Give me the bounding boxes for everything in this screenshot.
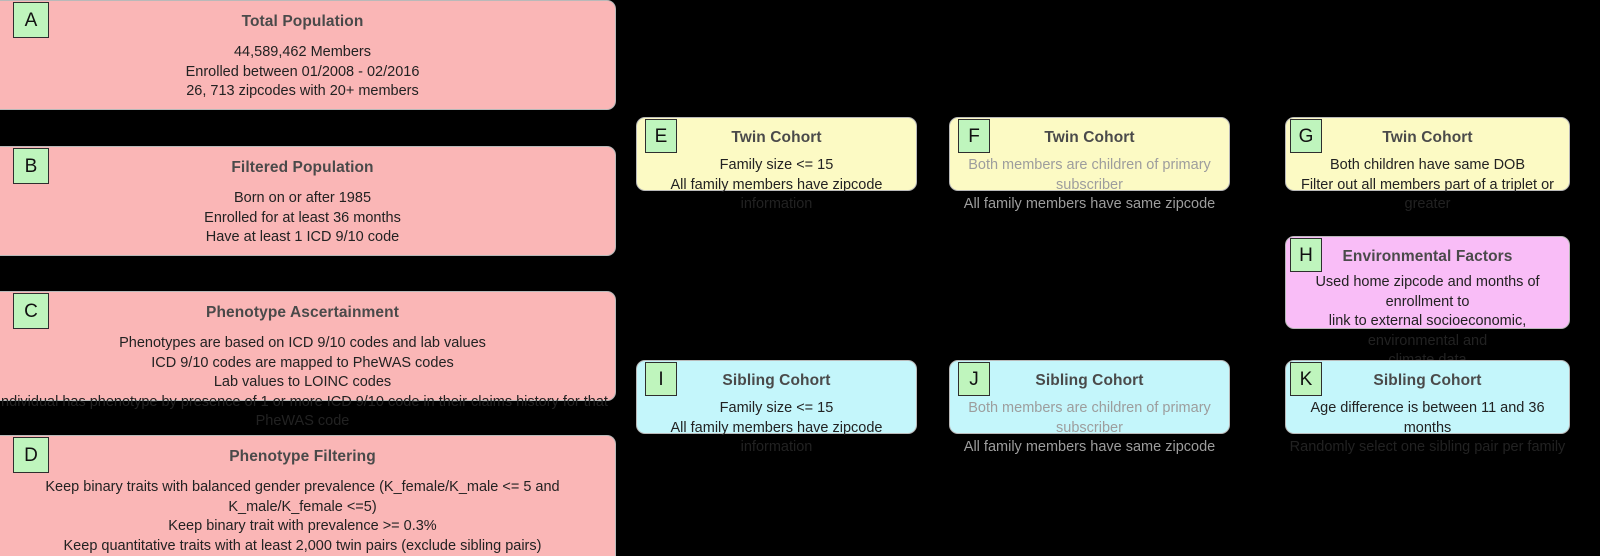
- panel-b-body: Born on or after 1985 Enrolled for at le…: [204, 190, 401, 245]
- panel-i-body: Family size <= 15 All family members hav…: [670, 400, 883, 455]
- panel-j-badge: J: [958, 362, 990, 396]
- panel-d-badge: D: [13, 437, 49, 473]
- panel-f-title: Twin Cohort: [1044, 129, 1135, 146]
- panel-a-total-population: Total Population 44,589,462 Members Enro…: [0, 0, 616, 110]
- panel-g-title: Twin Cohort: [1382, 129, 1473, 146]
- panel-d-phenotype-filtering: Phenotype Filtering Keep binary traits w…: [0, 435, 616, 556]
- panel-e-title: Twin Cohort: [731, 129, 822, 146]
- panel-k-title: Sibling Cohort: [1373, 372, 1482, 389]
- panel-h-environmental-factors: Environmental Factors Used home zipcode …: [1285, 236, 1570, 368]
- panel-j-sibling-cohort: Sibling Cohort Both members are children…: [949, 360, 1230, 455]
- panel-k-body: Age difference is between 11 and 36 mont…: [1289, 400, 1566, 455]
- panel-c-body: Phenotypes are based on ICD 9/10 codes a…: [0, 335, 608, 429]
- panel-d-body: Keep binary traits with balanced gender …: [45, 479, 560, 554]
- panel-i-badge: I: [645, 362, 677, 396]
- panel-b-badge: B: [13, 148, 49, 184]
- panel-e-twin-cohort: Twin Cohort Family size <= 15 All family…: [636, 117, 917, 212]
- panel-f-body: Both members are children of primary sub…: [963, 157, 1216, 212]
- panel-i-title: Sibling Cohort: [722, 372, 831, 389]
- panel-g-body: Both children have same DOB Filter out a…: [1300, 157, 1555, 212]
- panel-c-badge: C: [13, 293, 49, 329]
- panel-b-filtered-population: Filtered Population Born on or after 198…: [0, 146, 616, 256]
- panel-e-body: Family size <= 15 All family members hav…: [670, 157, 883, 212]
- panel-j-body: Both members are children of primary sub…: [963, 400, 1216, 455]
- panel-i-sibling-cohort: Sibling Cohort Family size <= 15 All fam…: [636, 360, 917, 455]
- panel-a-title: Total Population: [241, 13, 364, 30]
- panel-f-twin-cohort: Twin Cohort Both members are children of…: [949, 117, 1230, 212]
- panel-b-title: Filtered Population: [231, 159, 374, 176]
- panel-g-twin-cohort: Twin Cohort Both children have same DOB …: [1285, 117, 1570, 212]
- panel-e-badge: E: [645, 119, 677, 153]
- panel-k-badge: K: [1290, 362, 1322, 396]
- panel-g-badge: G: [1290, 119, 1322, 153]
- panel-a-body: 44,589,462 Members Enrolled between 01/2…: [185, 44, 420, 99]
- panel-d-title: Phenotype Filtering: [229, 448, 376, 465]
- panel-c-phenotype-ascertainment: Phenotype Ascertainment Phenotypes are b…: [0, 291, 616, 429]
- panel-a-badge: A: [13, 2, 49, 38]
- panel-c-title: Phenotype Ascertainment: [206, 304, 399, 321]
- panel-f-badge: F: [958, 119, 990, 153]
- panel-h-body: Used home zipcode and months of enrollme…: [1315, 274, 1540, 368]
- panel-j-title: Sibling Cohort: [1035, 372, 1144, 389]
- panel-h-title: Environmental Factors: [1342, 248, 1513, 265]
- panel-h-badge: H: [1290, 238, 1322, 272]
- panel-k-sibling-cohort: Sibling Cohort Age difference is between…: [1285, 360, 1570, 455]
